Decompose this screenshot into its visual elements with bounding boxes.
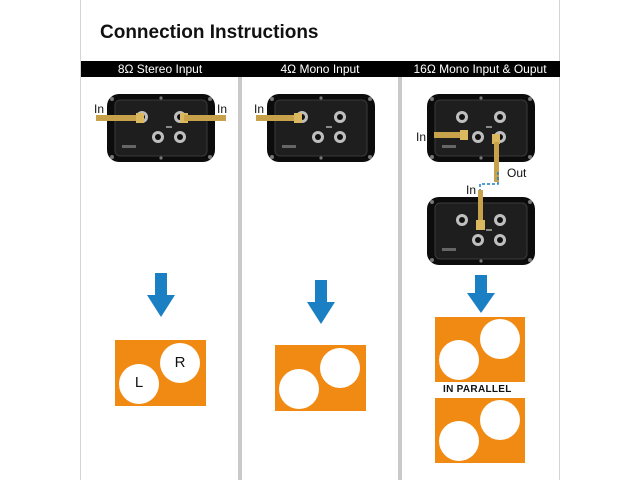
cable-plug-lower: [476, 190, 485, 230]
in-parallel-label: IN PARALLEL: [443, 384, 512, 395]
cable-plug-mono: [256, 113, 302, 123]
down-arrow-icon: [307, 280, 335, 324]
speaker-mono-1: [279, 369, 319, 409]
in-label-mono: In: [254, 102, 265, 116]
in-label-right: In: [217, 102, 228, 116]
speaker-right-label: R: [174, 354, 186, 371]
speaker-parallel-2a: [439, 421, 479, 461]
column-separator-1: [238, 77, 242, 480]
cable-plugs-stereo: [96, 113, 226, 123]
left-border: [80, 0, 81, 480]
speaker-mono-2: [320, 348, 360, 388]
column-separator-2: [398, 77, 402, 480]
speaker-parallel-1a: [439, 340, 479, 380]
speaker-left: [119, 364, 159, 404]
down-arrow-icon: [467, 275, 495, 313]
out-label: Out: [507, 166, 527, 180]
speaker-parallel-1b: [480, 319, 520, 359]
speaker-right: [160, 343, 200, 383]
in-label-left: In: [94, 102, 105, 116]
cable-plugs-mono-io: [434, 130, 500, 182]
column-heading-mono-io: 16Ω Mono Input & Ouput: [413, 62, 547, 76]
in-label-top: In: [416, 130, 427, 144]
link-wire-dashed: [479, 172, 499, 190]
right-border: [559, 0, 560, 480]
down-arrow-icon: [147, 273, 175, 317]
speaker-left-label: L: [134, 374, 144, 391]
header-bar: [81, 61, 560, 77]
page-title: Connection Instructions: [100, 22, 319, 43]
column-heading-mono: 4Ω Mono Input: [280, 62, 360, 76]
column-heading-stereo: 8Ω Stereo Input: [117, 62, 203, 76]
speaker-parallel-2b: [480, 400, 520, 440]
in-label-lower: In: [466, 183, 477, 197]
